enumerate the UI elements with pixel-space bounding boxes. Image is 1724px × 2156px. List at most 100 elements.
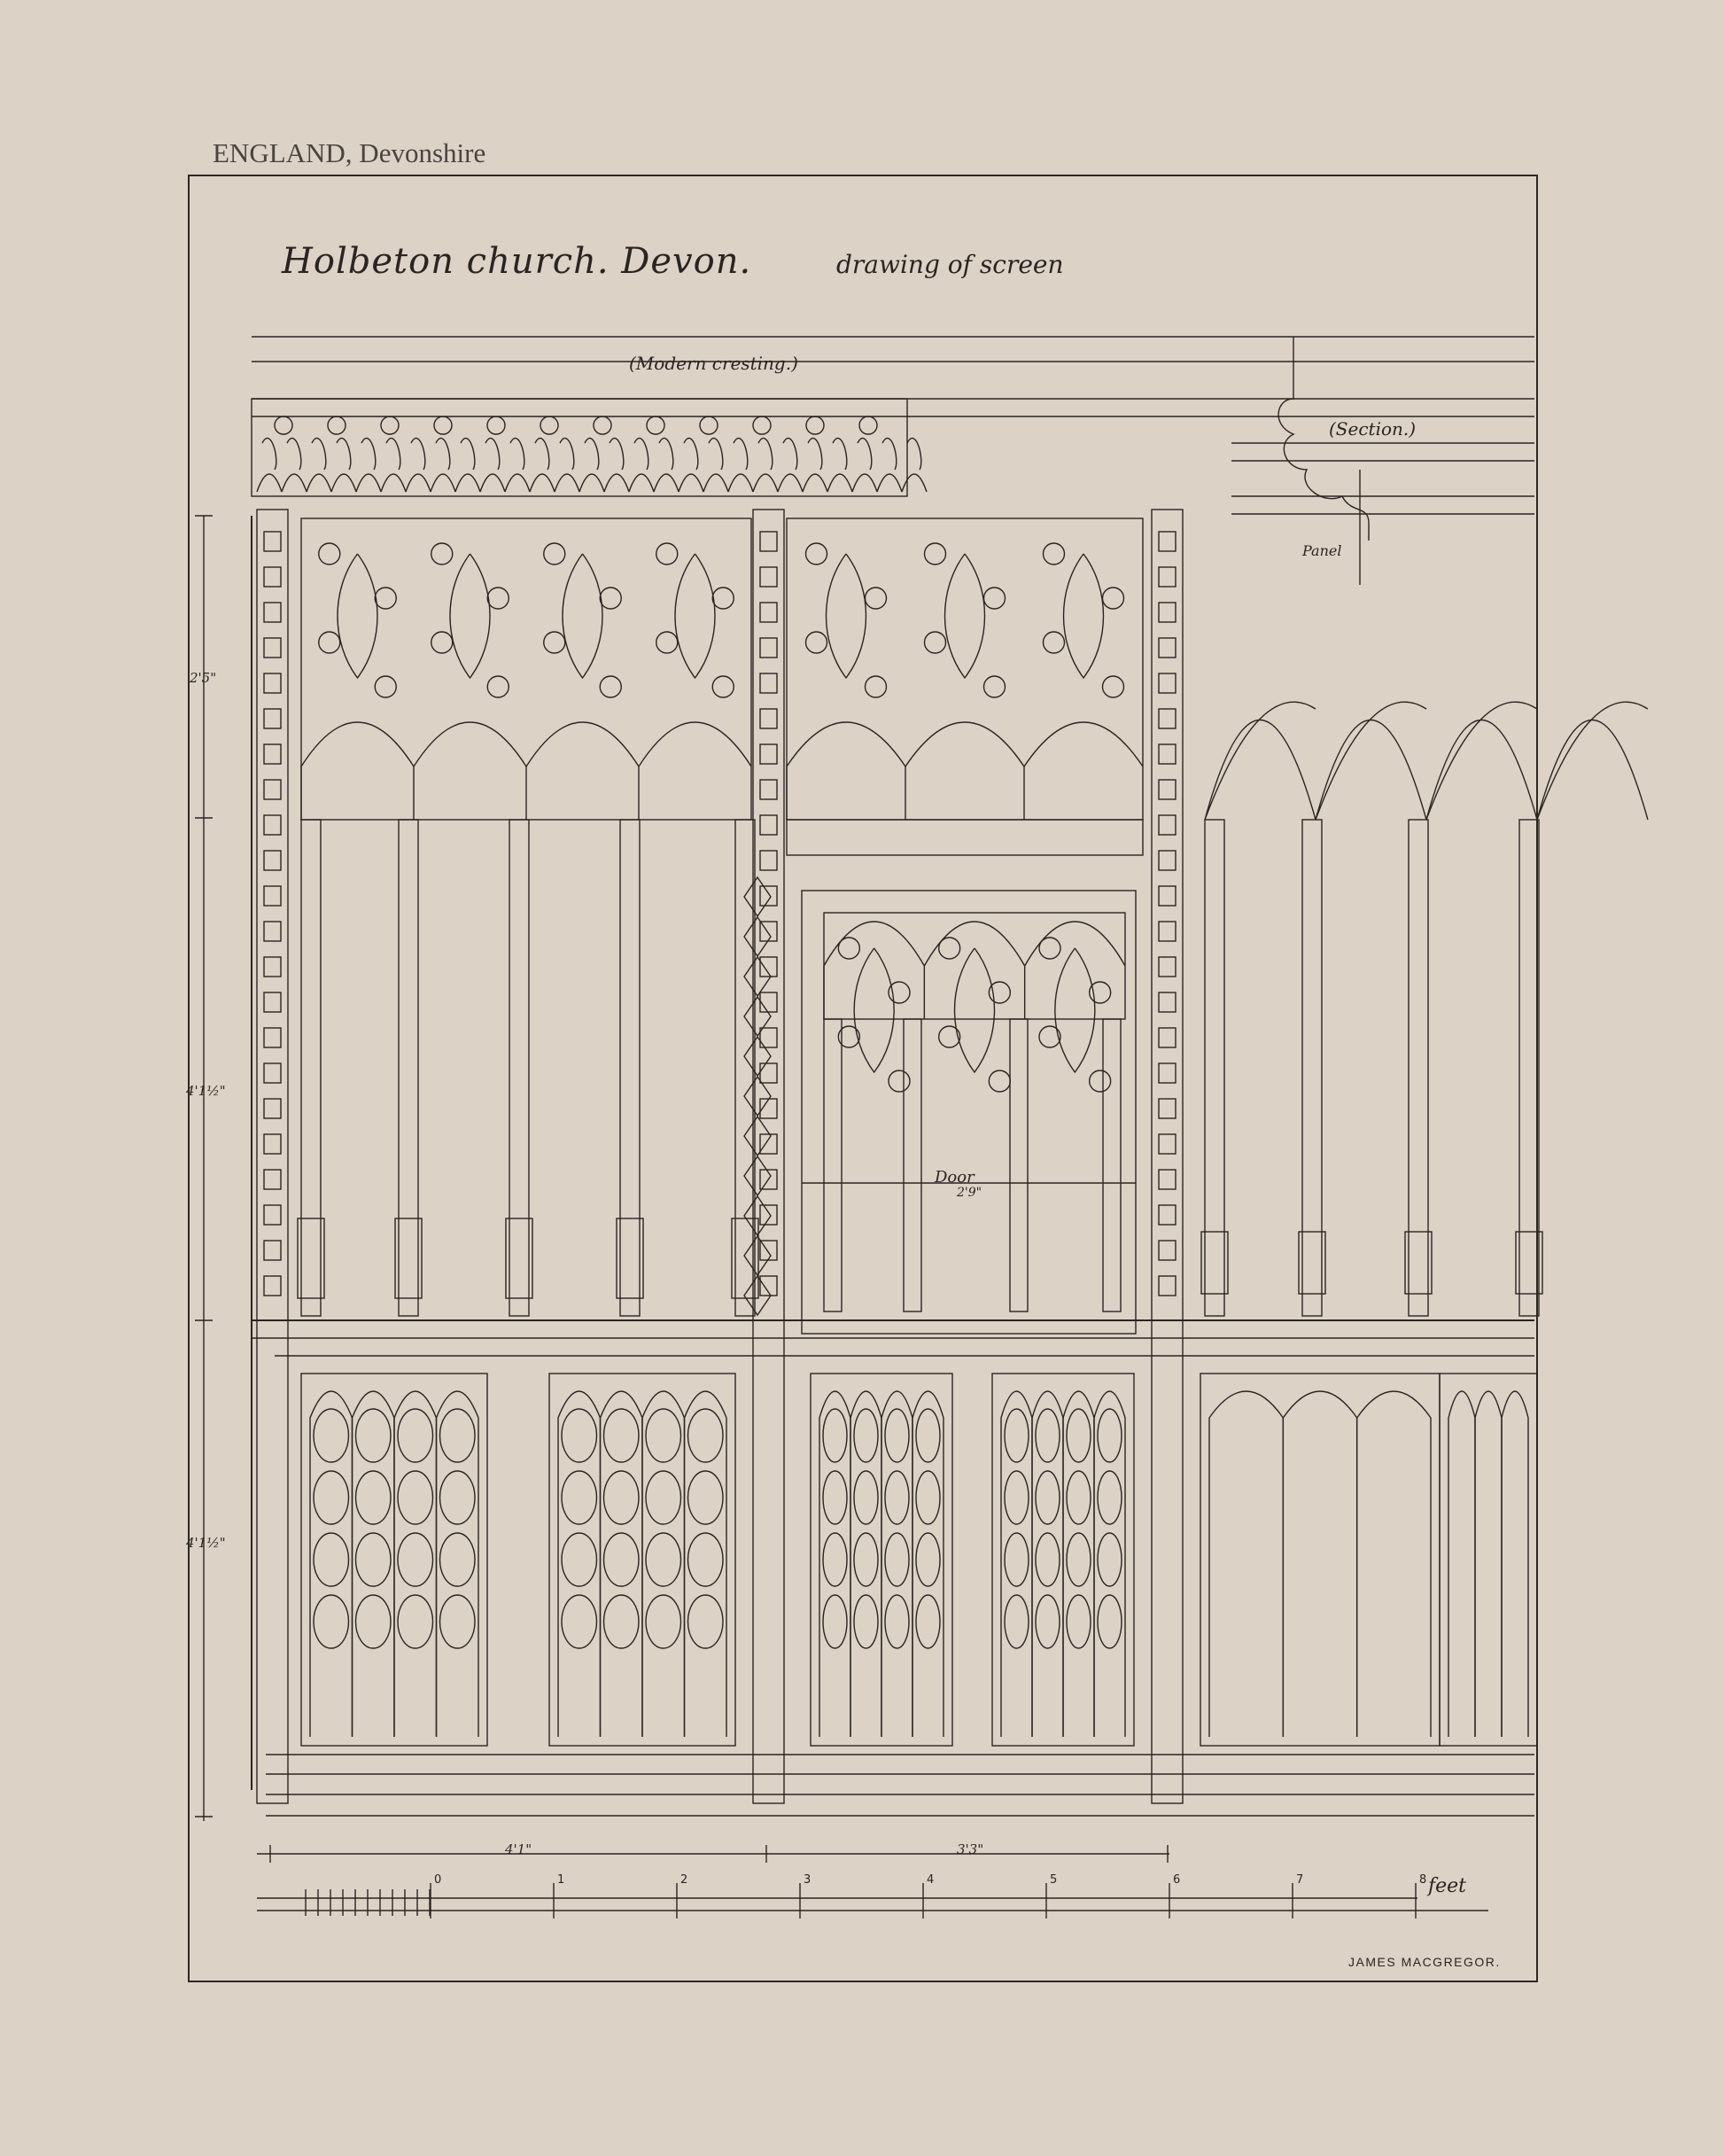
cresting-note: (Modern cresting.) <box>629 353 798 374</box>
scale-number: 3 <box>804 1873 812 1887</box>
diamond-ornament <box>743 1035 772 1078</box>
panel-tracery <box>1000 1390 1033 1737</box>
post-ornament <box>1158 1275 1177 1296</box>
tracery-boss <box>1038 1025 1061 1048</box>
post-ornament <box>1158 673 1177 694</box>
mullion-column <box>509 819 530 1317</box>
cresting-ornament <box>281 437 307 493</box>
panel-oval <box>439 1594 476 1649</box>
tracery-panel <box>823 912 1126 1020</box>
column-base <box>1515 1231 1543 1295</box>
drawing-frame <box>188 175 1538 1982</box>
panel-tracery <box>309 1390 353 1737</box>
panel-tracery <box>850 1390 882 1737</box>
tracery-boss <box>599 587 622 610</box>
panel-oval <box>602 1532 640 1587</box>
panel-oval <box>915 1594 941 1649</box>
cresting-ornament <box>504 437 531 493</box>
panel-tracery <box>819 1390 851 1737</box>
panel-oval <box>1035 1470 1060 1525</box>
panel-oval <box>645 1532 682 1587</box>
panel-oval <box>1097 1594 1122 1649</box>
post-ornament <box>759 1062 778 1084</box>
diamond-ornament <box>743 915 772 958</box>
panel-tracery <box>641 1390 686 1737</box>
tracery-arch <box>923 921 1026 1019</box>
post-ornament <box>759 885 778 907</box>
tracery-boss <box>1042 631 1066 654</box>
post-ornament <box>1158 708 1177 729</box>
post-ornament <box>263 531 282 552</box>
cresting-rosette <box>274 416 293 435</box>
tracery-boss <box>1101 587 1125 610</box>
tracery-boss <box>1088 1070 1112 1093</box>
panel-tracery <box>1355 1390 1432 1737</box>
diamond-ornament <box>743 1115 772 1157</box>
panel-oval <box>397 1470 434 1525</box>
panel-oval <box>1035 1408 1060 1463</box>
plain-arch <box>1204 701 1316 821</box>
tracery-leaf <box>449 553 491 680</box>
tracery-boss <box>804 631 828 654</box>
panel-oval <box>1035 1532 1060 1587</box>
dim-door-bay: 3'3" <box>957 1841 984 1857</box>
cresting-rosette <box>805 416 825 435</box>
artist-signature: JAMES MACGREGOR. <box>1348 1955 1501 1969</box>
mullion-column <box>1408 819 1429 1317</box>
cresting-ornament <box>752 437 779 493</box>
panel-tracery <box>1474 1390 1503 1737</box>
panel-oval <box>313 1470 350 1525</box>
post-ornament <box>759 1169 778 1190</box>
cresting-ornament <box>355 437 382 493</box>
caption: ENGLAND, Devonshire <box>213 137 486 168</box>
post-ornament <box>759 992 778 1013</box>
panel-oval <box>561 1532 598 1587</box>
cresting-ornament <box>901 437 928 493</box>
door-column <box>903 1018 922 1312</box>
panel-oval <box>645 1408 682 1463</box>
cresting-rosette <box>433 416 453 435</box>
cresting-ornament <box>678 437 704 493</box>
panel-oval <box>822 1532 848 1587</box>
post-ornament <box>1158 743 1177 765</box>
panel-tracery <box>435 1390 479 1737</box>
post-ornament <box>759 1240 778 1261</box>
tracery-leaf <box>674 553 716 680</box>
lower-panel <box>991 1373 1135 1747</box>
panel-oval <box>853 1532 879 1587</box>
post-ornament <box>759 1275 778 1296</box>
mullion-column <box>1518 819 1540 1317</box>
tracery-arch <box>638 721 752 820</box>
panel-oval <box>687 1408 724 1463</box>
panel-oval <box>915 1408 941 1463</box>
panel-oval <box>1066 1532 1091 1587</box>
scale-number: 5 <box>1050 1873 1058 1887</box>
door-column <box>1102 1018 1122 1312</box>
panel-oval <box>439 1470 476 1525</box>
post-ornament <box>263 779 282 800</box>
post-ornament <box>263 1027 282 1048</box>
column-base <box>1298 1231 1326 1295</box>
post-ornament <box>263 814 282 836</box>
drawing-title: Holbeton church. Devon. <box>282 241 752 282</box>
panel-tracery <box>912 1390 944 1737</box>
cresting-ornament <box>802 437 828 493</box>
tracery-boss <box>431 631 454 654</box>
cresting-ornament <box>727 437 754 493</box>
panel-oval <box>313 1408 350 1463</box>
column-base <box>394 1218 423 1299</box>
cresting-ornament <box>380 437 407 493</box>
cresting-ornament <box>603 437 630 493</box>
cresting-ornament <box>827 437 853 493</box>
panel-oval <box>884 1408 910 1463</box>
tracery-boss <box>982 587 1006 610</box>
post-ornament <box>1158 1240 1177 1261</box>
post-ornament <box>263 708 282 729</box>
panel-oval <box>602 1594 640 1649</box>
plain-arch <box>1315 701 1427 821</box>
tracery-boss <box>711 675 734 698</box>
tracery-boss <box>982 675 1006 698</box>
plain-arch <box>1425 701 1538 821</box>
door-width: 2'9" <box>957 1186 982 1200</box>
